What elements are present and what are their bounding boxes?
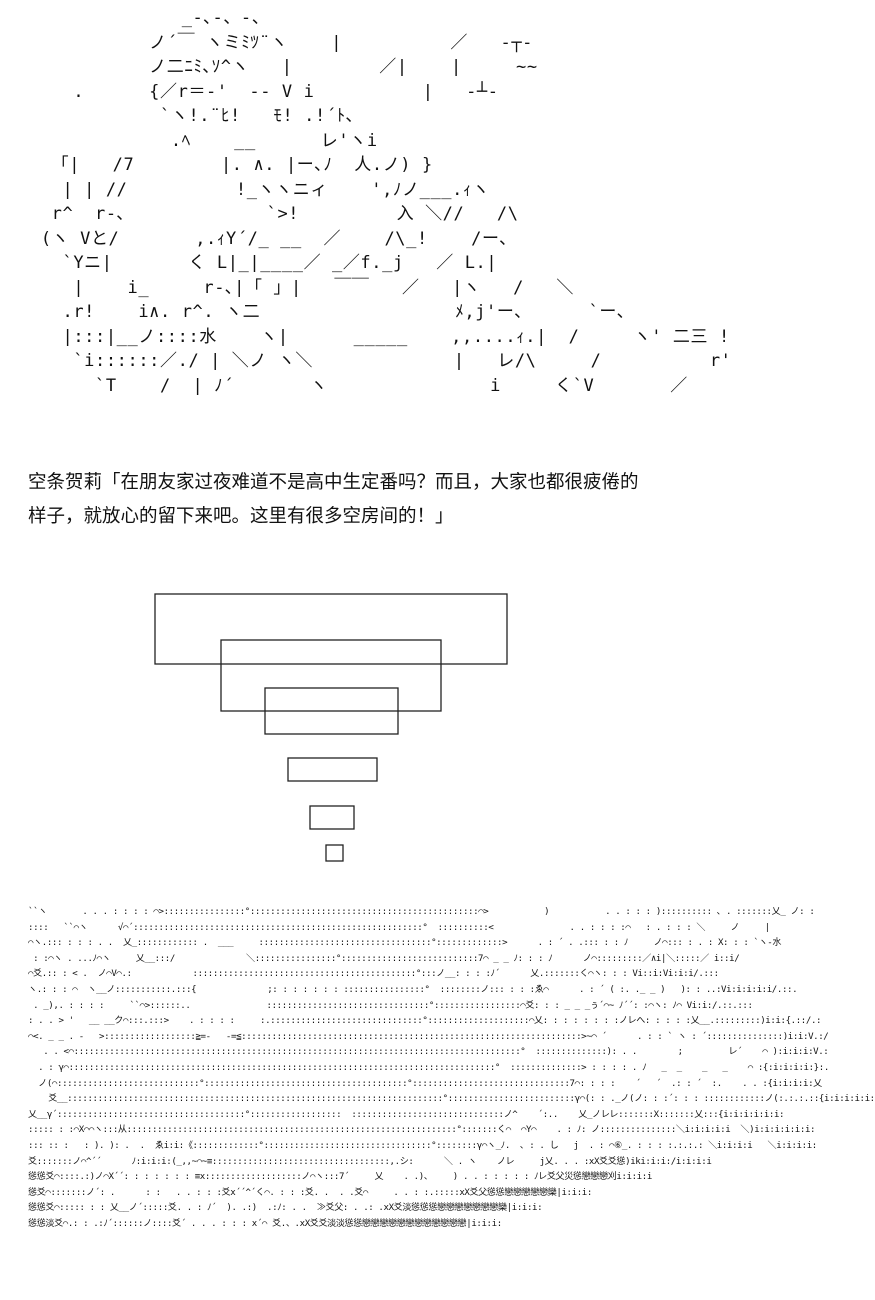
- bottom-art-line: ヽ.: : : ⌒ ヽ__ノ:::::::::::.:::{ ;: : : : …: [28, 984, 798, 995]
- ascii-art-character: _-､-、-、 ノ´￣ ヽミﾐﾂ¨ヽ | ／ -┬- ノ二ﾆﾐ､ｿ^ヽ | ／|…: [30, 6, 732, 398]
- bottom-art-line: . _),. : : : : ``⌒>::::::.. ::::::::::::…: [28, 1000, 753, 1011]
- top-art-line: .r! i∧. r^. ヽ二 ﾒ,j'ー､ `ー､: [30, 302, 627, 322]
- bottom-art-line: 爻__:::::::::::::::::::::::::::::::::::::…: [28, 1094, 875, 1105]
- top-art-line: (ヽ Vと/ ,.ｨY´/_ __ ／ /\_! /ー､: [30, 228, 509, 249]
- top-art-line: r^ r-､ `>! 入 ＼// /\: [30, 204, 519, 224]
- bottom-art-line: 乂__γ´:::::::::::::::::::::::::::::::::::…: [28, 1109, 785, 1120]
- frame-smaller: [309, 805, 355, 830]
- bottom-art-line: ``ヽ . . . : : : : ⌒>::::::::::::::::°:::…: [28, 907, 815, 917]
- top-art-line: ノ二ﾆﾐ､ｿ^ヽ | ／| | ~~: [30, 57, 538, 77]
- frame-tiny: [325, 844, 344, 862]
- bottom-art-line: ::::: : :⌒X⌒⌒ヽ:::从::::::::::::::::::::::…: [28, 1125, 816, 1136]
- dialogue-caption: 空条贺莉「在朋友家过夜难道不是高中生定番吗？而且，大家也都很疲倦的 样子，就放心…: [28, 466, 828, 534]
- top-art-line: |:::|__ノ::::水 ヽ| _____ ,,....ｨ.| / ヽ' 二三…: [30, 326, 730, 347]
- top-art-line: .ﾍ __ レ'ヽi: [30, 130, 378, 151]
- top-art-line: `Yニ| く L|_|____／ _／f._j ／ L.|: [30, 253, 498, 273]
- bottom-art-line: : . . > ' __ __ク⌒:::.:::> . : : : : :.::…: [28, 1016, 822, 1027]
- dialogue-line-1: 空条贺莉「在朋友家过夜难道不是高中生定番吗？而且，大家也都很疲倦的: [28, 472, 639, 493]
- bottom-art-line: . . <⌒::::::::::::::::::::::::::::::::::…: [28, 1047, 829, 1058]
- bottom-art-line: ⌒爻.:: : < . ノ⌒V⌒.: :::::::::::::::::::::…: [28, 969, 719, 980]
- frame-medium-large: [220, 639, 442, 712]
- top-art-line: `T / | ﾉ´ ヽ i く`V ／: [30, 375, 688, 396]
- bottom-art-line: : :⌒ヽ . ...ﾉ⌒ヽ 乂__:::/ ＼::::::::::::::::…: [28, 953, 740, 964]
- top-art-line: 「| /7 |. ∧. |ー､ﾉ 人.ノ) }: [30, 155, 433, 175]
- bottom-art-line: 慫慫淡爻⌒.: : .:ﾉ´::::::ノ::::爻´ . . . : : : …: [28, 1218, 502, 1229]
- bottom-art-line: 慫爻⌒:::::::ノ´: . : : . . : : :爻x´´^´く⌒. :…: [28, 1187, 592, 1198]
- frame-medium: [264, 687, 399, 735]
- bottom-art-line: ⌒<. _ _ . ‐ >::::::::::::::::::≧=- -=≦::…: [28, 1031, 829, 1042]
- bottom-art-line: ::: :: : : ). ): . . ゑi:i:《:::::::::::::…: [28, 1140, 817, 1151]
- top-art-line: | | // !_ヽヽニィ ',ﾉノ___.ｨヽ: [30, 179, 490, 200]
- frame-small: [287, 757, 378, 782]
- top-art-line: _-､-、-、: [30, 8, 270, 28]
- bottom-art-line: ノ(⌒::::::::::::::::::::::::::::°::::::::…: [28, 1078, 822, 1089]
- top-art-line: `ヽ!.¨ﾋ! ﾓ! .!´ﾄ､: [30, 106, 355, 126]
- bottom-art-line: 慫慫爻⌒::::.:)ノ⌒X´´: : : : : : : ≡x::::::::…: [28, 1172, 652, 1183]
- ascii-art-cloud-scene: ``ヽ . . . : : : : ⌒>::::::::::::::::°:::…: [28, 905, 875, 1232]
- top-art-line: ノ´￣ ヽミﾐﾂ¨ヽ | ／ -┬-: [30, 32, 534, 53]
- bottom-art-line: . : γ⌒::::::::::::::::::::::::::::::::::…: [28, 1062, 829, 1073]
- dialogue-line-2: 样子，就放心的留下来吧。这里有很多空房间的！」: [28, 506, 454, 527]
- top-art-line: . {／r＝-' -- V i | -┴-: [30, 81, 499, 102]
- top-art-line: | i_ r-､|「 」| ￣￣ ／ |ヽ / ＼: [30, 277, 575, 298]
- bottom-art-line: 爻:::::::ノ⌒^´´ ﾉ:i:i:i:(_,,~⌒~≡::::::::::…: [28, 1156, 712, 1167]
- bottom-art-line: ⌒ヽ.::: : : : . . 乂_:::::::::::: . ___ ::…: [28, 938, 782, 949]
- bottom-art-line: :::: ``⌒ヽ √⌒´:::::::::::::::::::::::::::…: [28, 922, 770, 933]
- bottom-art-line: 慫慫爻⌒::::: : : 乂__ノ´:::::爻. . : ﾉ´ ). .:)…: [28, 1203, 543, 1214]
- top-art-line: `i::::::／./ | ＼ノ ヽ＼ | レ/\ / r': [30, 351, 732, 371]
- frame-large: [154, 593, 508, 665]
